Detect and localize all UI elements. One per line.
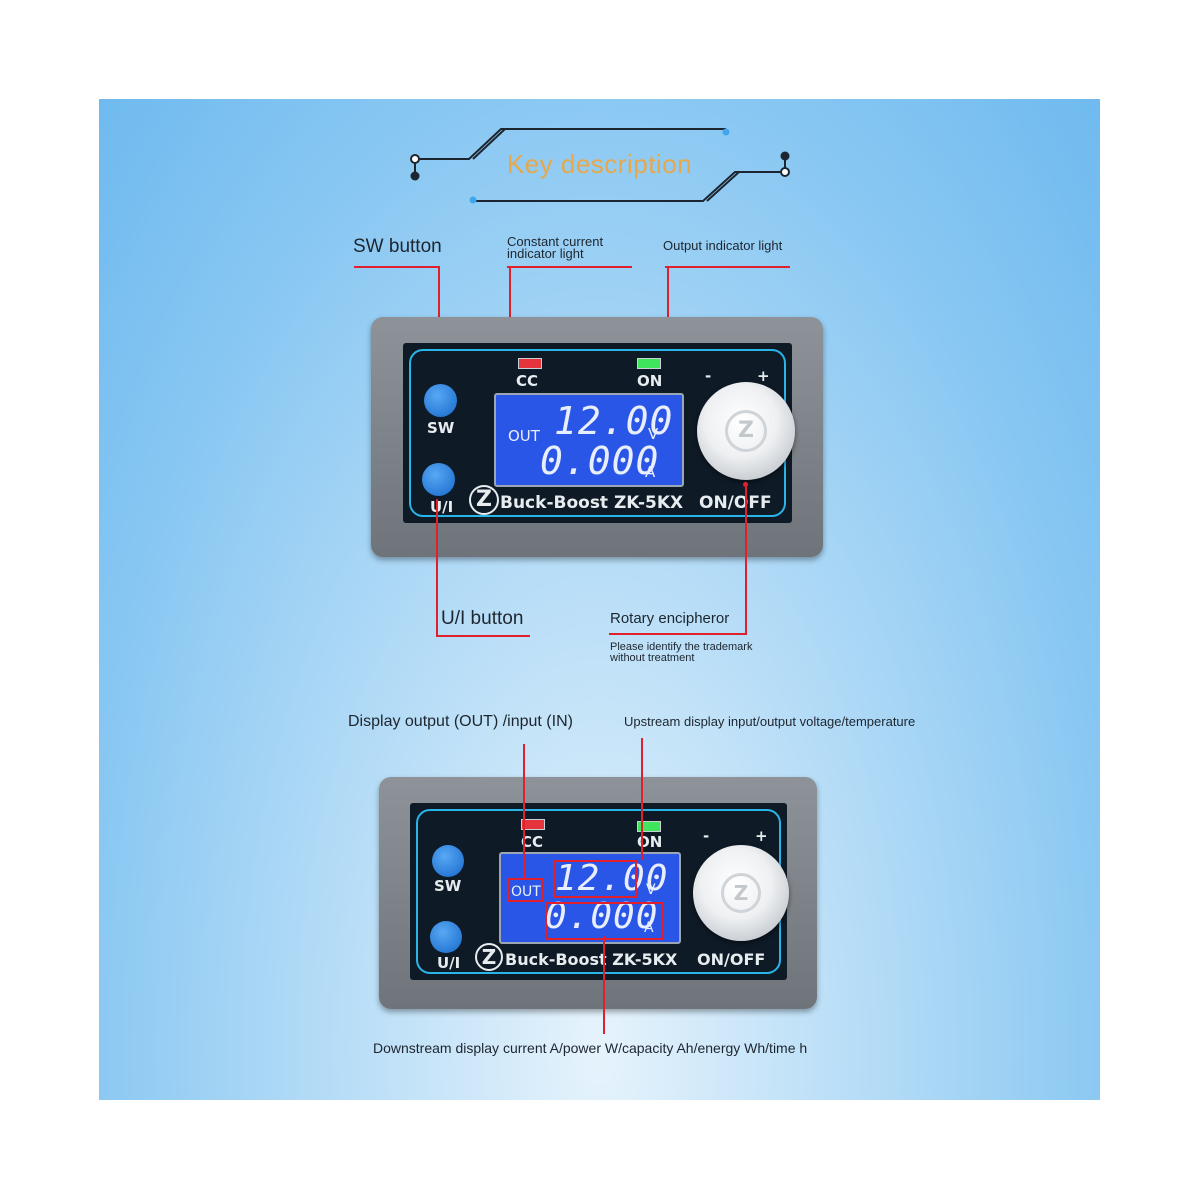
lcd-current-unit: A bbox=[645, 463, 656, 481]
knob-logo-icon: Z bbox=[725, 410, 767, 452]
onoff-text-2: ON/OFF bbox=[697, 950, 766, 969]
on-leader-h bbox=[665, 266, 790, 268]
logo-icon: Z bbox=[469, 485, 499, 515]
sw-leader-h bbox=[354, 266, 439, 268]
minus-text-2: - bbox=[703, 827, 710, 845]
trademark-note-1: Please identify the trademark bbox=[610, 641, 753, 653]
sw-text-2: SW bbox=[434, 877, 462, 895]
output-light-label: Output indicator light bbox=[663, 238, 783, 253]
on-text-2: ON bbox=[637, 833, 663, 851]
lcd-voltage-2: 12.00 bbox=[555, 858, 669, 899]
sw-text: SW bbox=[427, 419, 455, 437]
upstream-highlight-box bbox=[553, 860, 637, 898]
cc-light-label-2: indicator light bbox=[507, 246, 584, 261]
cc-leader-v bbox=[509, 266, 511, 358]
upstream-leader-v bbox=[641, 738, 643, 860]
trademark-note-2: without treatment bbox=[610, 652, 695, 664]
page-title: Key description bbox=[506, 149, 693, 179]
minus-text: - bbox=[705, 367, 712, 385]
mode-highlight-box bbox=[507, 878, 543, 902]
ui-text: U/I bbox=[430, 498, 454, 516]
ui-leader-v bbox=[436, 499, 438, 636]
lcd-bottom: OUT 12.00 V 0.000 A bbox=[499, 852, 681, 944]
rotary-leader-v bbox=[745, 484, 747, 634]
cc-leader-h bbox=[507, 266, 632, 268]
on-leader-v bbox=[667, 266, 669, 364]
circuit-decoration-icon bbox=[410, 128, 790, 204]
upstream-label: Upstream display input/output voltage/te… bbox=[624, 714, 916, 729]
sw-button[interactable] bbox=[424, 384, 457, 417]
logo-icon-2: Z bbox=[475, 943, 503, 971]
lcd-current-unit-2: A bbox=[644, 920, 654, 936]
sw-button-2[interactable] bbox=[432, 845, 464, 877]
cc-text-2: CC bbox=[521, 833, 544, 851]
rotary-knob-2[interactable]: Z bbox=[693, 845, 789, 941]
lcd-voltage-unit-2: V bbox=[646, 882, 656, 898]
ui-leader-h bbox=[436, 635, 530, 637]
lcd-current: 0.000 bbox=[540, 439, 660, 483]
knob-logo-icon-2: Z bbox=[721, 873, 761, 913]
mode-leader-v bbox=[523, 744, 525, 878]
sw-button-label: SW button bbox=[353, 236, 442, 257]
brand-text: Buck-Boost ZK-5KX bbox=[500, 493, 684, 513]
rotary-label: Rotary encipheror bbox=[610, 610, 730, 627]
ui-text-2: U/I bbox=[437, 954, 461, 972]
plus-text-2: + bbox=[755, 827, 768, 845]
display-mode-label: Display output (OUT) /input (IN) bbox=[348, 713, 573, 730]
cc-led-2 bbox=[521, 819, 545, 830]
downstream-leader-v bbox=[603, 936, 605, 1034]
on-text: ON bbox=[637, 372, 663, 390]
on-led-2 bbox=[637, 821, 661, 832]
lcd-top: OUT 12.00 V 0.000 A bbox=[494, 393, 684, 487]
cc-text: CC bbox=[516, 372, 539, 390]
onoff-text: ON/OFF bbox=[699, 493, 772, 513]
plus-text: + bbox=[757, 367, 770, 385]
ui-button-2[interactable] bbox=[430, 921, 462, 953]
downstream-label: Downstream display current A/power W/cap… bbox=[373, 1040, 808, 1056]
on-led bbox=[637, 358, 661, 369]
downstream-highlight-box bbox=[545, 902, 663, 940]
lcd-voltage: 12.00 bbox=[554, 399, 674, 443]
lcd-mode-2: OUT bbox=[511, 884, 541, 900]
lcd-mode: OUT bbox=[508, 427, 540, 445]
ui-button[interactable] bbox=[422, 463, 455, 496]
rotary-knob[interactable]: Z bbox=[697, 382, 795, 480]
lcd-voltage-unit: V bbox=[648, 425, 659, 443]
product-panel: Key description SW button Constant curre… bbox=[99, 99, 1100, 1100]
cc-led bbox=[518, 358, 542, 369]
ui-button-label: U/I button bbox=[441, 608, 524, 629]
cc-light-label-1: Constant current bbox=[507, 234, 604, 249]
rotary-leader-h bbox=[609, 633, 747, 635]
brand-text-2: Buck-Boost ZK-5KX bbox=[505, 950, 678, 969]
